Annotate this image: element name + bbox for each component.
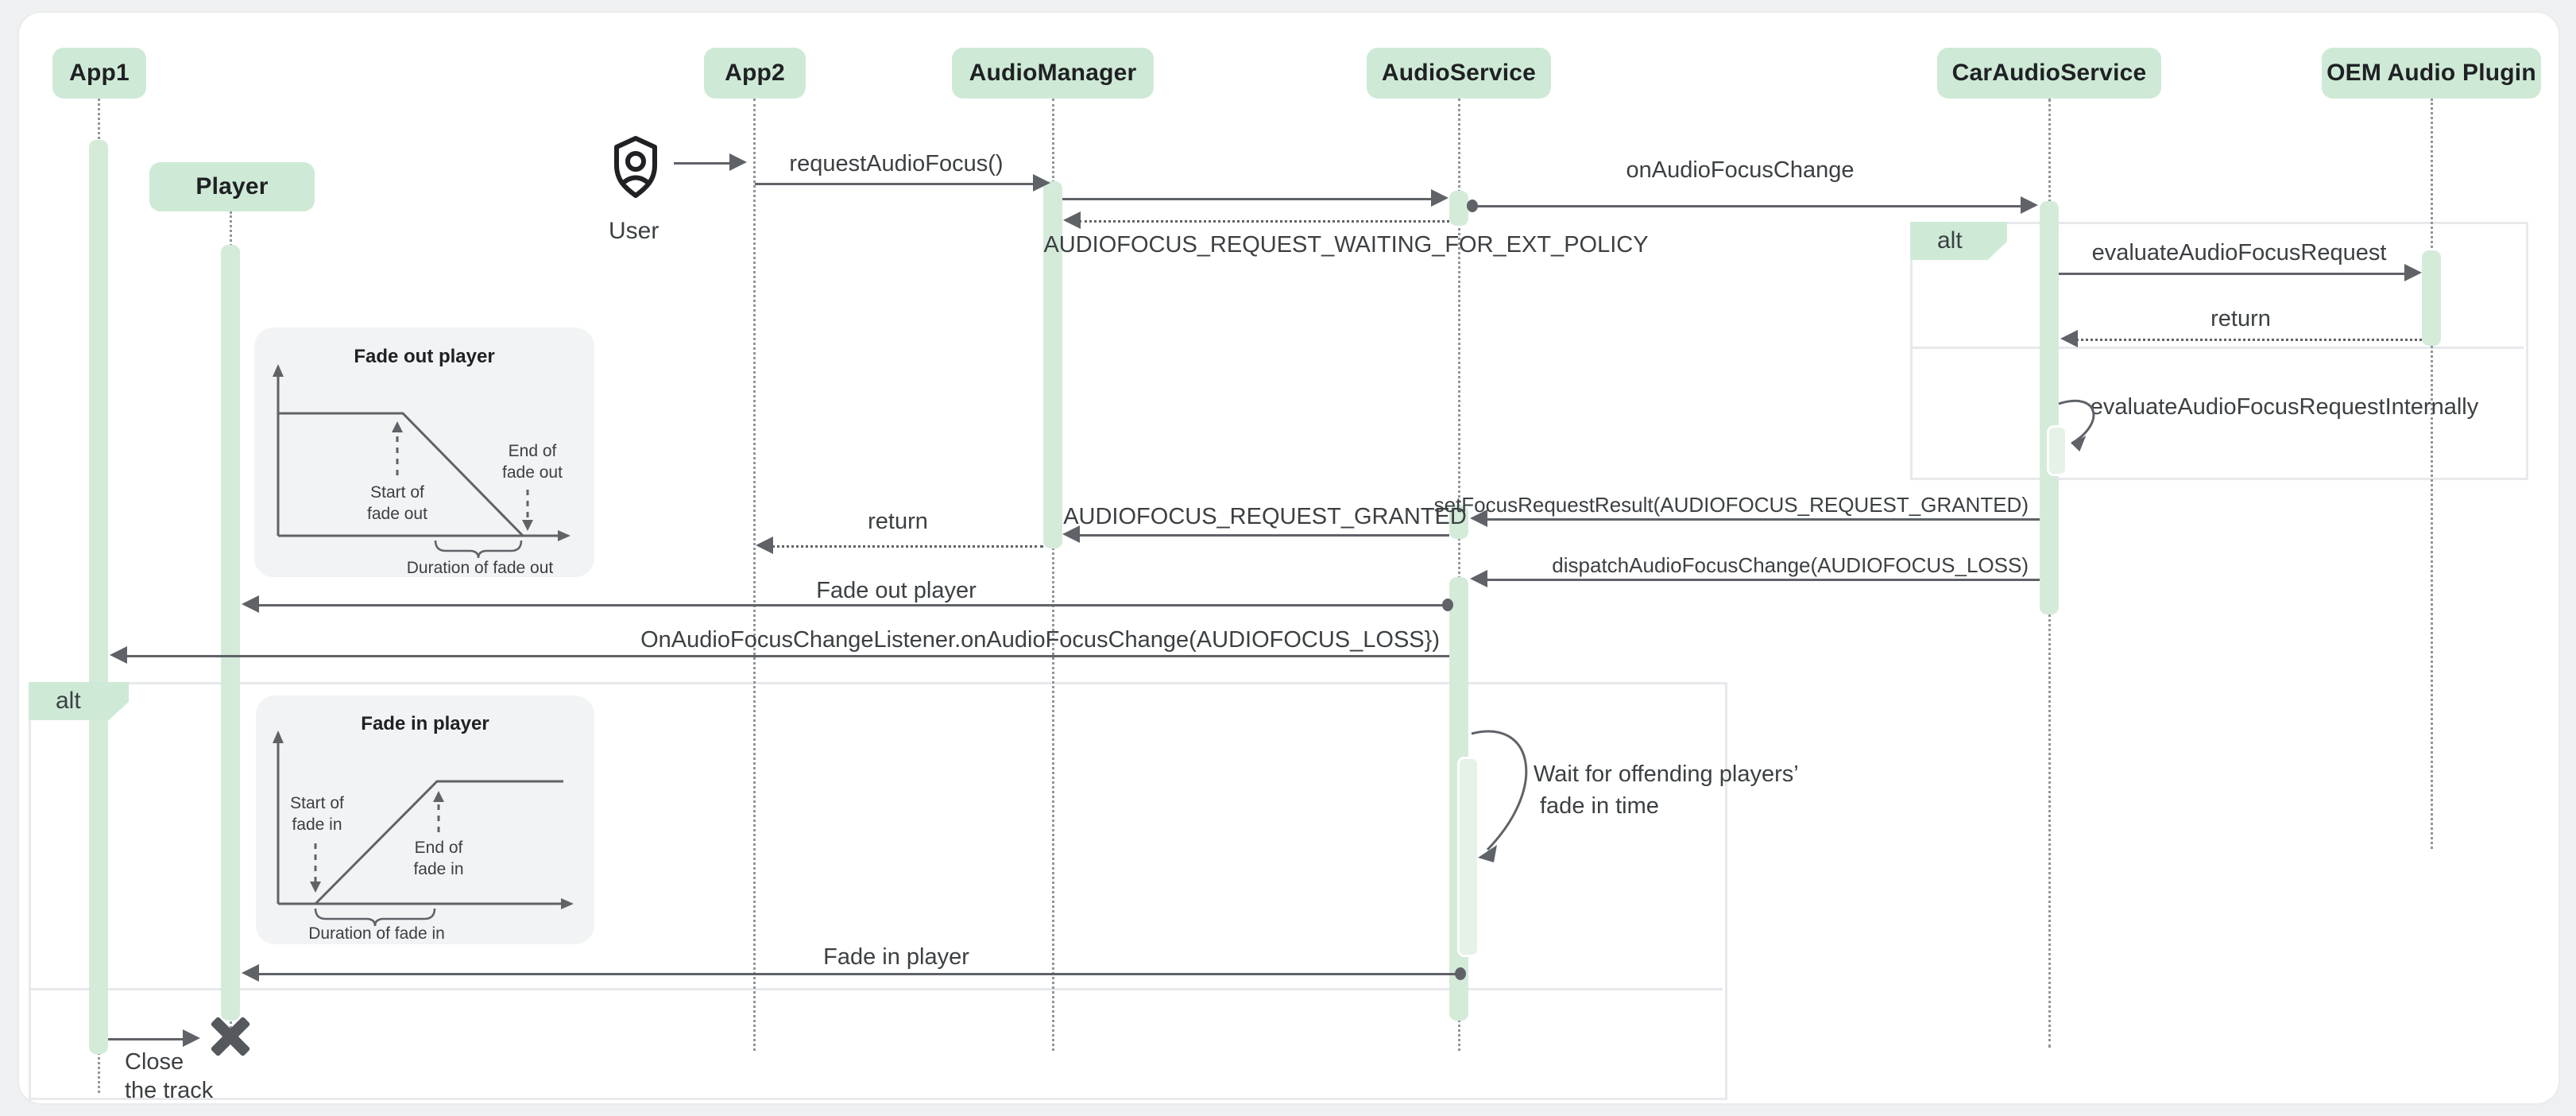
msg-on-audio-focus-change: onAudioFocusChange: [1626, 157, 1855, 183]
arrowhead: [2404, 264, 2422, 281]
alt-right-label: alt: [1910, 222, 2007, 260]
fade-in-start-l2: fade in: [292, 816, 342, 834]
arrowhead: [2060, 330, 2078, 347]
fade-out-inset-card: Fade out player Start of fade out End of…: [254, 327, 594, 577]
fade-in-title: Fade in player: [361, 713, 489, 734]
destroy-x-icon: [207, 1013, 253, 1060]
fade-out-end-l2: fade out: [502, 463, 563, 482]
activation-caraudioservice-nested: [2047, 425, 2067, 476]
participant-caraudioservice: CarAudioService: [1937, 48, 2161, 99]
self-call-wait: [1471, 730, 1528, 862]
msg-request-audio-focus: requestAudioFocus(): [789, 151, 1004, 176]
message-origin-dot: [1455, 967, 1466, 980]
arrow-request-audio-focus: [755, 183, 1035, 185]
arrow-close-track: [108, 1038, 184, 1040]
activation-caraudioservice: [2040, 201, 2059, 614]
arrow-dispatch-loss: [1486, 579, 2040, 581]
arrowhead: [1033, 174, 1050, 192]
msg-close-line1: Close: [125, 1049, 184, 1075]
user-to-app2-arrow: [674, 162, 731, 165]
fade-out-title: Fade out player: [354, 346, 494, 367]
arrow-return-oem: [2076, 339, 2422, 341]
activation-audioservice-nested: [1457, 757, 1479, 957]
arrow-set-focus-result: [1486, 518, 2040, 521]
arrowhead: [242, 964, 259, 982]
msg-on-change-listener: OnAudioFocusChangeListener.onAudioFocusC…: [640, 627, 1440, 653]
msg-wait-line1: Wait for offending players’: [1534, 761, 1799, 787]
fade-out-duration: Duration of fade out: [407, 559, 554, 577]
fade-out-start-l2: fade out: [367, 505, 427, 523]
msg-fade-in-player: Fade in player: [823, 944, 969, 970]
lifeline-audioservice: [1458, 99, 1460, 1051]
activation-audioservice-2: [1449, 506, 1468, 539]
arrow-return-app2: [772, 545, 1043, 548]
arrow-on-change-listener: [126, 655, 1449, 657]
alt-fragment-left-divider: [29, 988, 1723, 990]
fade-in-duration: Duration of fade in: [308, 924, 445, 943]
participant-app2: App2: [704, 48, 806, 99]
fade-in-end-l2: fade in: [413, 860, 463, 878]
user-icon: [614, 136, 657, 198]
msg-fade-out-player: Fade out player: [816, 578, 977, 603]
arrow-evaluate-request: [2059, 273, 2406, 275]
arrowhead: [183, 1029, 200, 1047]
self-call-evaluate-internally: [2058, 399, 2095, 452]
activation-player: [221, 245, 240, 1021]
arrowhead: [2021, 196, 2038, 214]
alt-fragment-right-divider: [1910, 347, 2524, 349]
arrowhead: [1063, 211, 1081, 229]
participant-player: Player: [149, 162, 315, 211]
activation-audiomanager: [1043, 181, 1062, 548]
msg-evaluate-internally: evaluateAudioFocusRequestInternally: [2090, 394, 2479, 420]
msg-return-oem: return: [2210, 306, 2271, 331]
participant-audiomanager: AudioManager: [952, 48, 1154, 99]
fade-in-start-l1: Start of: [290, 794, 344, 812]
arrowhead: [1470, 570, 1487, 587]
alt-fragment-right: [1910, 222, 2528, 480]
user-label: User: [609, 218, 659, 244]
fade-out-end-l1: End of: [509, 442, 557, 460]
arrow-fade-in-player: [257, 973, 1459, 975]
msg-request-granted: AUDIOFOCUS_REQUEST_GRANTED: [1063, 504, 1467, 529]
arrowhead: [1431, 189, 1449, 207]
arrow-request-granted: [1078, 534, 1449, 537]
arrowhead: [110, 646, 127, 664]
arrow-fade-out-player: [257, 604, 1445, 606]
arrowhead: [756, 537, 773, 554]
participant-app1: App1: [52, 48, 146, 99]
msg-return-app2: return: [868, 509, 928, 534]
alt-fragment-left: [29, 682, 1727, 1100]
message-origin-dot: [1442, 599, 1453, 611]
arrow-audiomanager-to-audioservice: [1062, 198, 1433, 200]
fade-out-start-l1: Start of: [370, 483, 424, 502]
msg-evaluate-request: evaluateAudioFocusRequest: [2091, 240, 2387, 265]
lifeline-audiomanager: [1052, 99, 1054, 1051]
activation-oem: [2422, 250, 2441, 346]
arrowhead: [1470, 510, 1487, 527]
arrow-on-audio-focus-change: [1472, 205, 2022, 207]
arrowhead: [1062, 525, 1080, 543]
lifeline-app2: [753, 99, 756, 1051]
user-arrow-head: [729, 153, 747, 171]
lifeline-oem: [2431, 99, 2433, 849]
fade-in-end-l1: End of: [415, 839, 463, 857]
participant-oem: OEM Audio Plugin: [2322, 48, 2541, 99]
participant-audioservice: AudioService: [1367, 48, 1551, 99]
arrow-waiting-ext-policy: [1079, 220, 1449, 223]
msg-dispatch-loss: dispatchAudioFocusChange(AUDIOFOCUS_LOSS…: [1552, 553, 2029, 577]
msg-wait-line2: fade in time: [1540, 793, 1659, 819]
arrowhead: [242, 595, 259, 613]
alt-left-label: alt: [29, 682, 129, 720]
activation-audioservice-1: [1449, 191, 1468, 226]
msg-close-line2: the track: [125, 1078, 214, 1103]
activation-app1: [89, 140, 108, 1054]
msg-set-focus-result: setFocusRequestResult(AUDIOFOCUS_REQUEST…: [1433, 493, 2029, 517]
fade-in-inset-card: Fade in player Start of fade in End of f…: [256, 696, 594, 944]
msg-waiting-ext-policy: AUDIOFOCUS_REQUEST_WAITING_FOR_EXT_POLIC…: [1043, 232, 1649, 258]
